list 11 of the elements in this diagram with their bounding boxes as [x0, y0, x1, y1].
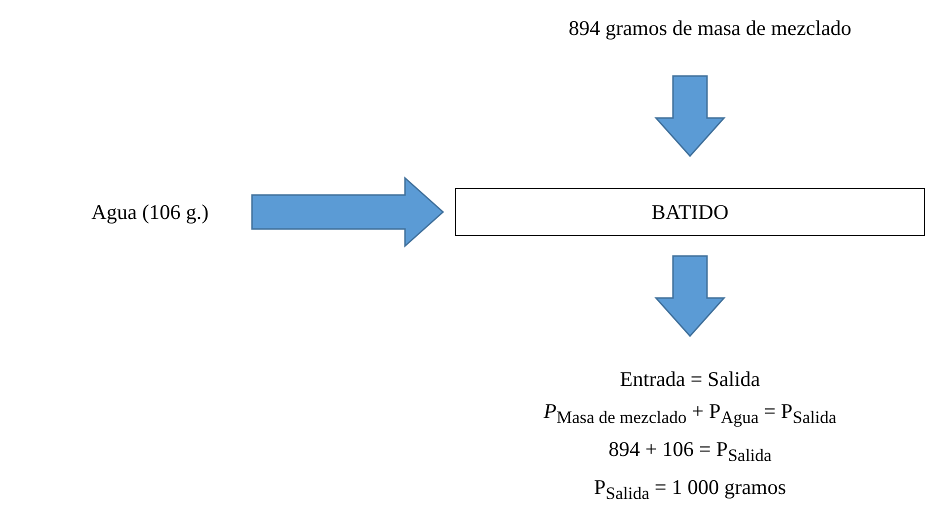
- equation-text: 894 + 106 = P$_{Salida}$: [608, 436, 772, 468]
- stream-label: 894 gramos de masa de mezclado: [568, 15, 852, 42]
- process-box: [455, 188, 925, 236]
- balance-heading: Entrada = Salida: [620, 366, 760, 393]
- block-arrow: [251, 176, 444, 248]
- equation-text: P$_{Masa de mezclado}$ + P$_{Agua}$ = P$_{Salida}$: [544, 398, 836, 429]
- block-arrow: [654, 75, 726, 158]
- process-label: BATIDO: [652, 199, 728, 226]
- block-arrow: [654, 255, 726, 338]
- equation-text: P$_{Salida}$ = 1 000 gramos: [594, 474, 786, 506]
- stream-label: Agua (106 g.): [91, 199, 209, 226]
